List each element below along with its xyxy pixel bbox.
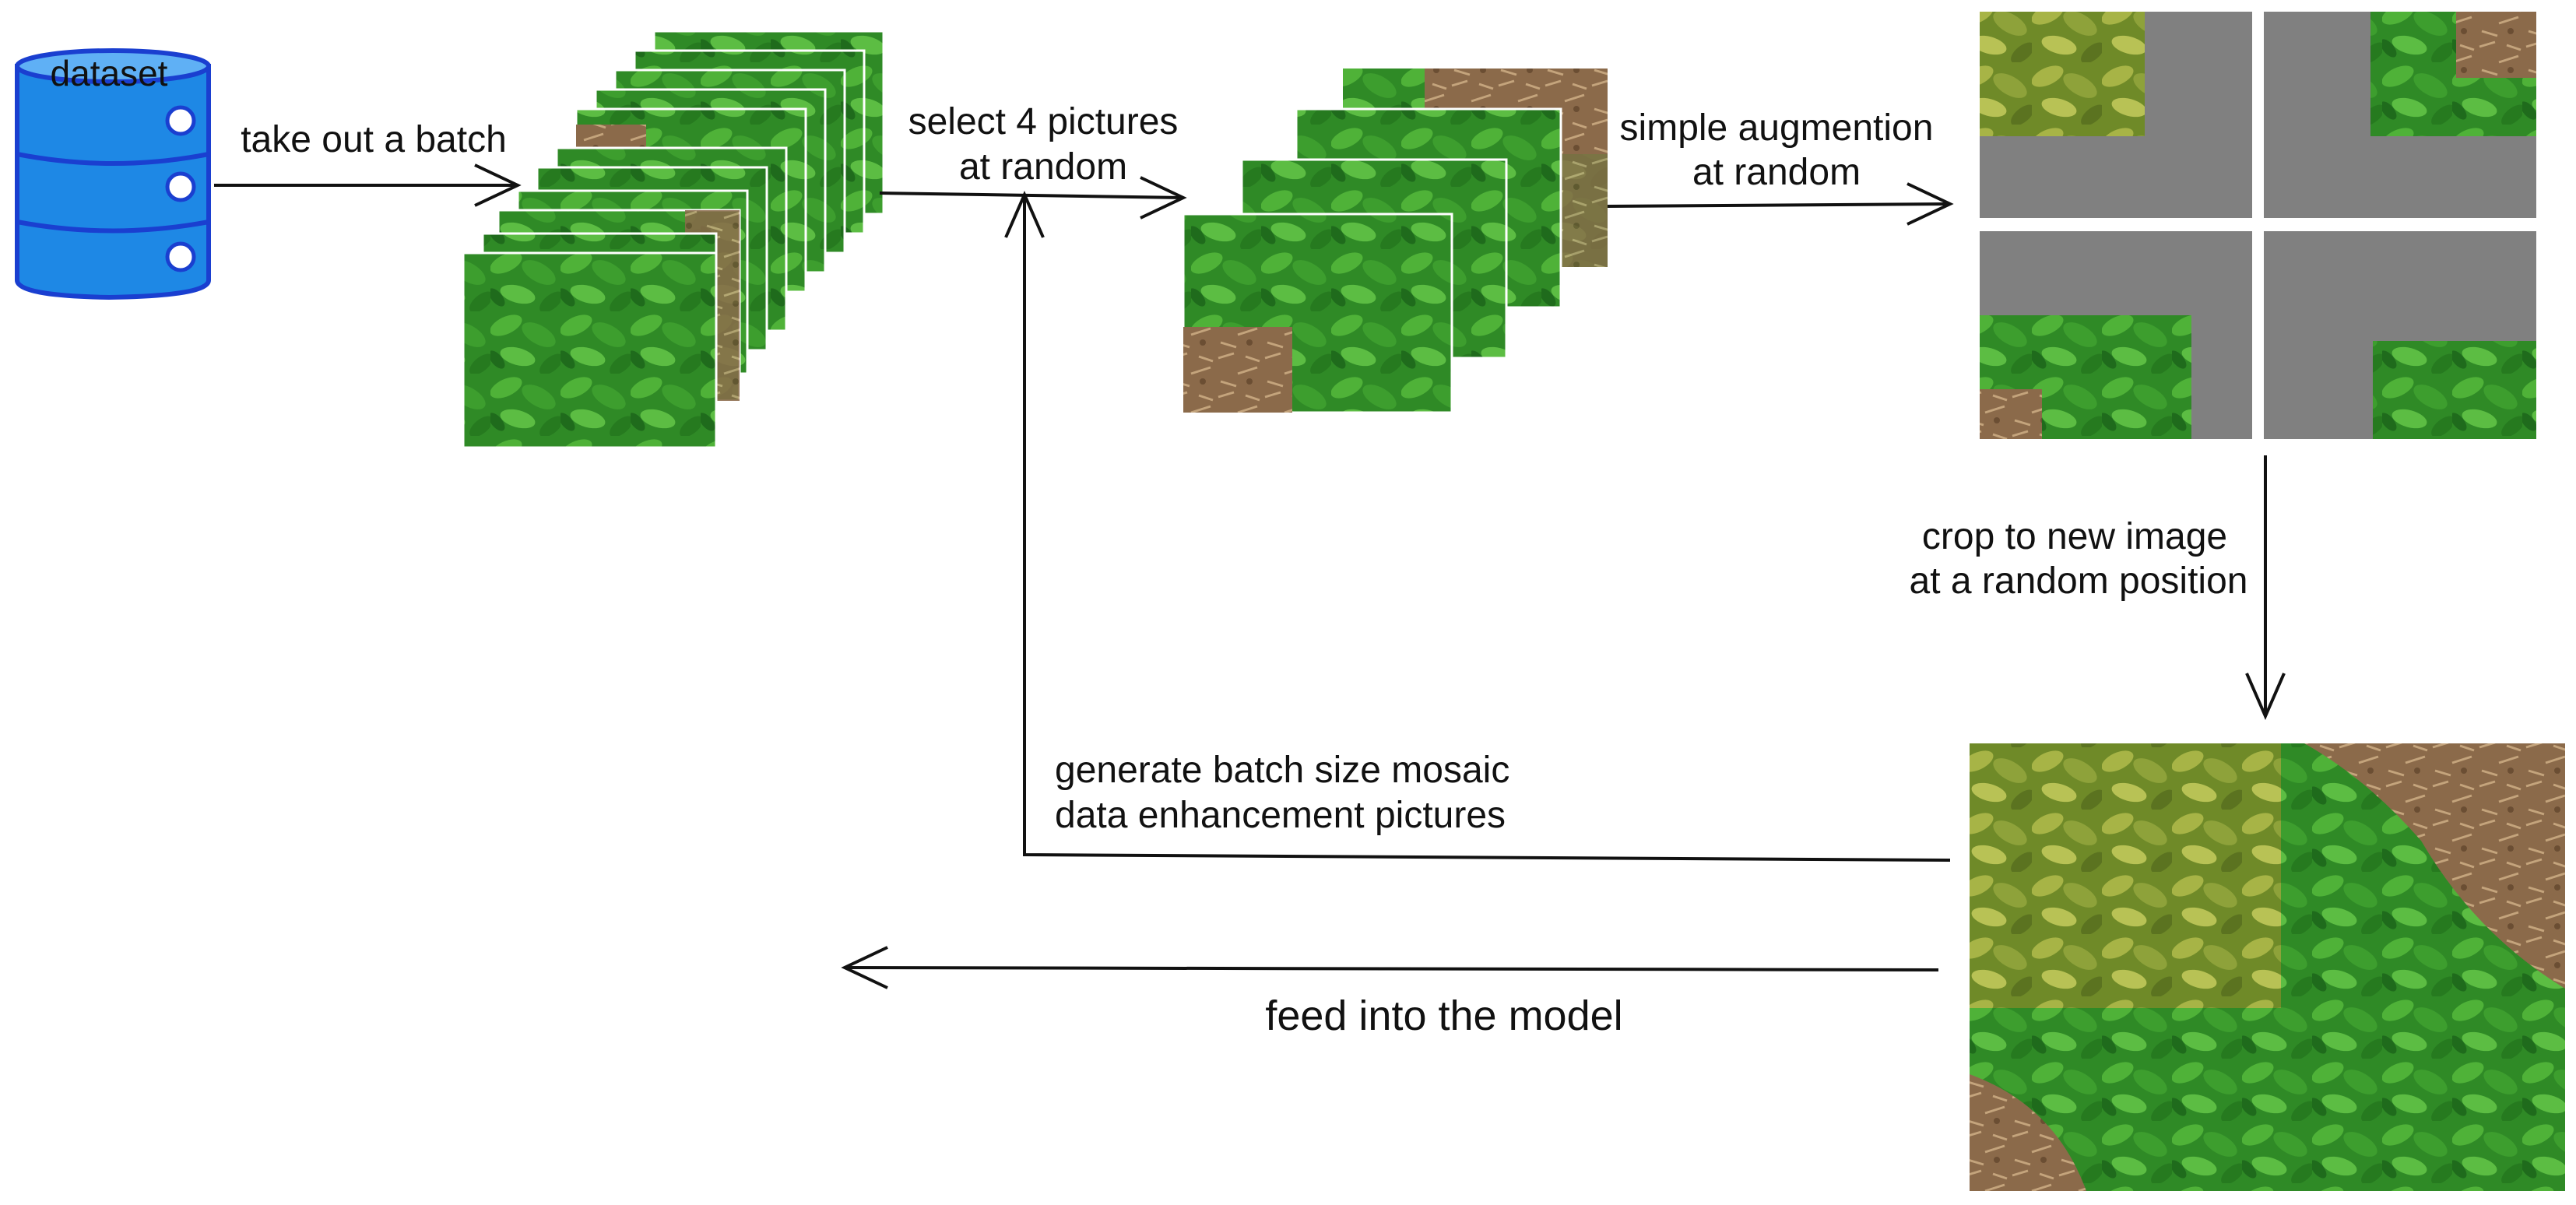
generate-label-line2: data enhancement pictures [1055, 795, 1506, 836]
database-icon [15, 48, 211, 300]
arrow-generate-loop [1004, 190, 1951, 862]
augment-label-line2: at random [1692, 152, 1861, 193]
crop-label-line2: at a random position [1910, 560, 2248, 602]
arrow-select-pictures [879, 176, 1187, 220]
augment-label-line1: simple augmention [1620, 107, 1934, 149]
augmented-quadrants [1980, 12, 2536, 439]
arrow-crop [2245, 455, 2286, 721]
arrow-feed-model [841, 946, 1939, 989]
batch-image-stack [462, 30, 885, 449]
select-label-line1: select 4 pictures [908, 101, 1179, 142]
generate-label-line1: generate batch size mosaic [1055, 750, 1509, 791]
dataset-label: dataset [51, 53, 168, 93]
mosaic-result-image [1970, 743, 2565, 1191]
take-batch-label: take out a batch [241, 119, 507, 160]
four-pictures-stack [1182, 69, 1608, 414]
feed-label: feed into the model [1265, 992, 1622, 1039]
crop-label-line1: crop to new image [1922, 516, 2227, 557]
arrow-augmentation [1607, 182, 1954, 226]
select-label-line2: at random [959, 146, 1127, 188]
arrow-take-batch [214, 163, 522, 207]
